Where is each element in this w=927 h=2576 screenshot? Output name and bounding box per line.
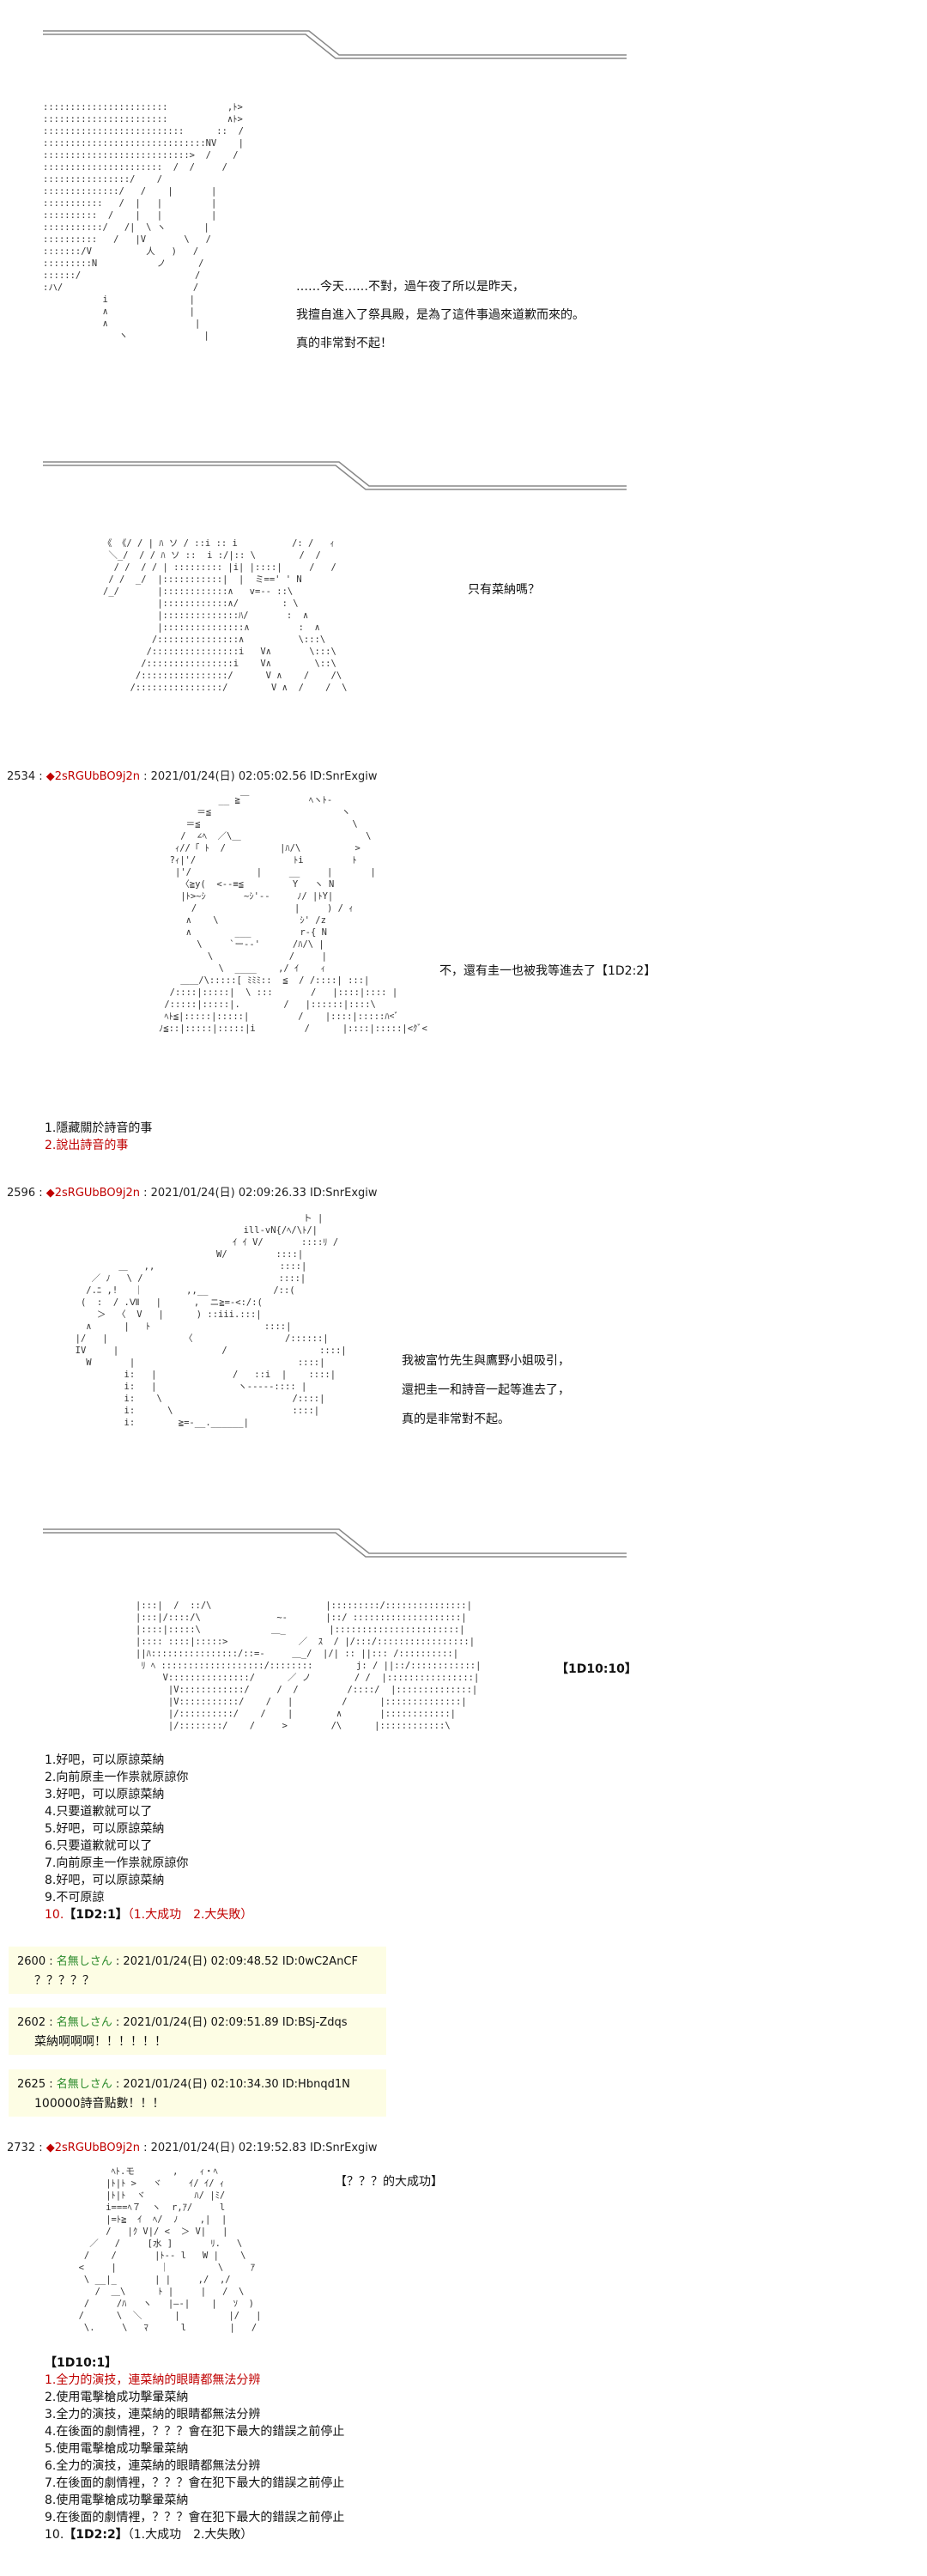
choice-item[interactable]: 5.好吧，可以原諒菜納 xyxy=(45,1822,165,1836)
choice-list: 1.隱藏關於詩音的事 2.說出詩音的事 xyxy=(45,1120,152,1154)
choice-item[interactable]: 3.全力的演技，連菜納的眼睛都無法分辨 xyxy=(45,2408,261,2421)
post-header: 2596 : ◆2sRGUbBO9j2n : 2021/01/24(日) 02:… xyxy=(7,1187,378,1200)
post-id[interactable]: ID:BSj-Zdqs xyxy=(282,2016,348,2029)
choice-item[interactable]: 2.使用電擊槍成功擊暈菜納 xyxy=(45,2391,189,2404)
post-date: 2021/01/24(日) 02:10:34.30 xyxy=(123,2078,279,2091)
dice-label: 【1D10:10】 xyxy=(556,1662,637,1676)
choice-item[interactable]: 6.全力的演技，連菜納的眼睛都無法分辨 xyxy=(45,2459,261,2473)
ascii-art-rena-pointing: ト | ill-vN{/ﾍ/\ﾄ/| ｲ ｲ V/ ::::ﾘ / W/ :::… xyxy=(75,1213,347,1428)
narration-line: ……今天……不對，過午夜了所以是昨天， xyxy=(296,280,524,294)
post-id[interactable]: ID:Hbnqd1N xyxy=(282,2078,350,2091)
post-date: 2021/01/24(日) 02:09:48.52 xyxy=(123,1955,279,1968)
post-author-trip[interactable]: ◆2sRGUbBO9j2n xyxy=(45,770,140,783)
post-header: 2732 : ◆2sRGUbBO9j2n : 2021/01/24(日) 02:… xyxy=(7,2142,378,2154)
choice-item[interactable]: 7.向前原圭一作祟就原諒你 xyxy=(45,1856,189,1870)
post-id[interactable]: ID:SnrExgiw xyxy=(310,1187,378,1200)
narration-line: 不，還有圭一也被我等進去了【1D2:2】 xyxy=(439,964,657,978)
post-number: 2602 xyxy=(17,2016,46,2029)
post-number: 2596 xyxy=(7,1187,36,1200)
ascii-art-rena-dark: |:::| / ::/\ |:::::::::/:::::::::::::::|… xyxy=(136,1601,482,1731)
choice-item[interactable]: 1.好吧，可以原諒菜納 xyxy=(45,1753,165,1767)
reply-post: 2600 : 名無しさん : 2021/01/24(日) 02:09:48.52… xyxy=(9,1947,386,1994)
choice-item[interactable]: 5.使用電擊槍成功擊暈菜納 xyxy=(45,2442,189,2456)
choice-item[interactable]: 10.【1D2:2】（1.大成功 2.大失敗） xyxy=(45,2528,253,2542)
narration-line: 只有菜納嗎？ xyxy=(468,583,540,597)
choice-item[interactable]: 4.只要道歉就可以了 xyxy=(45,1805,153,1819)
section-divider xyxy=(43,1524,627,1558)
post-author[interactable]: 名無しさん xyxy=(56,2078,112,2091)
post-number: 2534 xyxy=(7,770,36,783)
ascii-art-rena-standing: 《 《/ / | ﾊ ソ / ::i :: i /: / ｨ ＼_/ / / ﾊ… xyxy=(103,538,348,693)
choice-item[interactable]: 8.好吧，可以原諒菜納 xyxy=(45,1874,165,1887)
post-author-trip[interactable]: ◆2sRGUbBO9j2n xyxy=(45,1187,140,1200)
dice-label: 【1D10:1】 xyxy=(45,2356,118,2370)
post-header: 2534 : ◆2sRGUbBO9j2n : 2021/01/24(日) 02:… xyxy=(7,770,378,783)
post-author[interactable]: 名無しさん xyxy=(56,1955,112,1968)
reply-header: 2625 : 名無しさん : 2021/01/24(日) 02:10:34.30… xyxy=(17,2078,350,2091)
narration-line: 真的是非常對不起。 xyxy=(402,1413,510,1426)
choice-item[interactable]: 3.好吧，可以原諒菜納 xyxy=(45,1788,165,1801)
reply-post: 2602 : 名無しさん : 2021/01/24(日) 02:09:51.89… xyxy=(9,2008,386,2055)
narration-line: 我擅自進入了祭具殿，是為了這件事過來道歉而來的。 xyxy=(296,308,585,322)
post-author[interactable]: 名無しさん xyxy=(56,2016,112,2029)
choice-item[interactable]: 2.向前原圭一作祟就原諒你 xyxy=(45,1771,189,1784)
choice-item-selected[interactable]: 10.【1D2:1】（1.大成功 2.大失敗） xyxy=(45,1908,253,1922)
post-number: 2732 xyxy=(7,2142,36,2154)
reply-post: 2625 : 名無しさん : 2021/01/24(日) 02:10:34.30… xyxy=(9,2069,386,2117)
narration-line: 我被富竹先生與鷹野小姐吸引， xyxy=(402,1354,570,1368)
narration-block-1: ……今天……不對，過午夜了所以是昨天， 我擅自進入了祭具殿，是為了這件事過來道歉… xyxy=(296,273,585,358)
choice-list: 【1D10:1】 1.全力的演技，連菜納的眼睛都無法分辨 2.使用電擊槍成功擊暈… xyxy=(45,2354,344,2543)
post-author-trip[interactable]: ◆2sRGUbBO9j2n xyxy=(45,2142,140,2154)
choice-item-selected[interactable]: 2.說出詩音的事 xyxy=(45,1139,129,1152)
reply-body: ？？？？？ xyxy=(34,1974,94,1988)
reply-body: 菜納啊啊啊！！！！！！ xyxy=(34,2035,167,2049)
narration-line: 真的非常對不起！ xyxy=(296,337,392,350)
section-divider xyxy=(43,457,627,491)
section-divider xyxy=(43,26,627,60)
dice-result: 【1D10:10】 xyxy=(556,1660,637,1679)
post-number: 2625 xyxy=(17,2078,46,2091)
post-date: 2021/01/24(日) 02:09:26.33 xyxy=(150,1187,306,1200)
choice-item[interactable]: 9.在後面的劇情裡，？？？會在犯下最大的錯誤之前停止 xyxy=(45,2511,345,2524)
choice-item-selected[interactable]: 1.全力的演技，連菜納的眼睛都無法分辨 xyxy=(45,2373,261,2387)
choice-item[interactable]: 6.只要道歉就可以了 xyxy=(45,1839,153,1853)
narration-line: 還把圭一和詩音一起等進去了， xyxy=(402,1383,570,1397)
choice-item[interactable]: 4.在後面的劇情裡，？？？會在犯下最大的錯誤之前停止 xyxy=(45,2425,345,2439)
narration-line: 【？？？的大成功】 xyxy=(335,2175,443,2189)
reply-header: 2602 : 名無しさん : 2021/01/24(日) 02:09:51.89… xyxy=(17,2016,348,2029)
ascii-art-chibi: ﾍﾄ.モ , ｨ・ﾍ |ﾄ|ﾄ > ヾ ｲ/ ｲ/ ｨ |ﾄ|ﾄ ヾ ﾊ/ |ﾐ… xyxy=(78,2166,262,2333)
post-date: 2021/01/24(日) 02:09:51.89 xyxy=(123,2016,279,2029)
choice-list: 1.好吧，可以原諒菜納 2.向前原圭一作祟就原諒你 3.好吧，可以原諒菜納 4.… xyxy=(45,1752,252,1923)
post-id[interactable]: ID:SnrExgiw xyxy=(310,2142,378,2154)
choice-item[interactable]: 8.使用電擊槍成功擊暈菜納 xyxy=(45,2494,189,2507)
post-date: 2021/01/24(日) 02:05:02.56 xyxy=(150,770,306,783)
narration-block-2: 只有菜納嗎？ xyxy=(468,580,540,599)
post-number: 2600 xyxy=(17,1955,46,1968)
post-id[interactable]: ID:SnrExgiw xyxy=(310,770,378,783)
choice-item[interactable]: 1.隱藏關於詩音的事 xyxy=(45,1121,153,1135)
narration-block-6: 【？？？的大成功】 xyxy=(335,2172,443,2191)
post-date: 2021/01/24(日) 02:19:52.83 xyxy=(150,2142,306,2154)
narration-block-4: 我被富竹先生與鷹野小姐吸引， 還把圭一和詩音一起等進去了， 真的是非常對不起。 xyxy=(402,1346,570,1434)
choice-item[interactable]: 9.不可原諒 xyxy=(45,1891,105,1905)
narration-block-3: 不，還有圭一也被我等進去了【1D2:2】 xyxy=(439,962,656,981)
ascii-art-rena-apology: ::::::::::::::::::::::: ,ﾄ> ::::::::::::… xyxy=(43,102,244,341)
reply-header: 2600 : 名無しさん : 2021/01/24(日) 02:09:48.52… xyxy=(17,1955,358,1968)
post-id[interactable]: ID:0wC2AnCF xyxy=(282,1955,358,1968)
choice-item[interactable]: 7.在後面的劇情裡，？？？會在犯下最大的錯誤之前停止 xyxy=(45,2476,345,2490)
ascii-art-keiichi: __ ≧￣ ﾍヽﾄ- ＝≦ ヽ ＝≦ \ / ∠ﾍ ／\＿ \ ｨ//「 ﾄ /… xyxy=(159,795,427,1034)
reply-body: 100000詩音點數！！！ xyxy=(34,2097,165,2111)
